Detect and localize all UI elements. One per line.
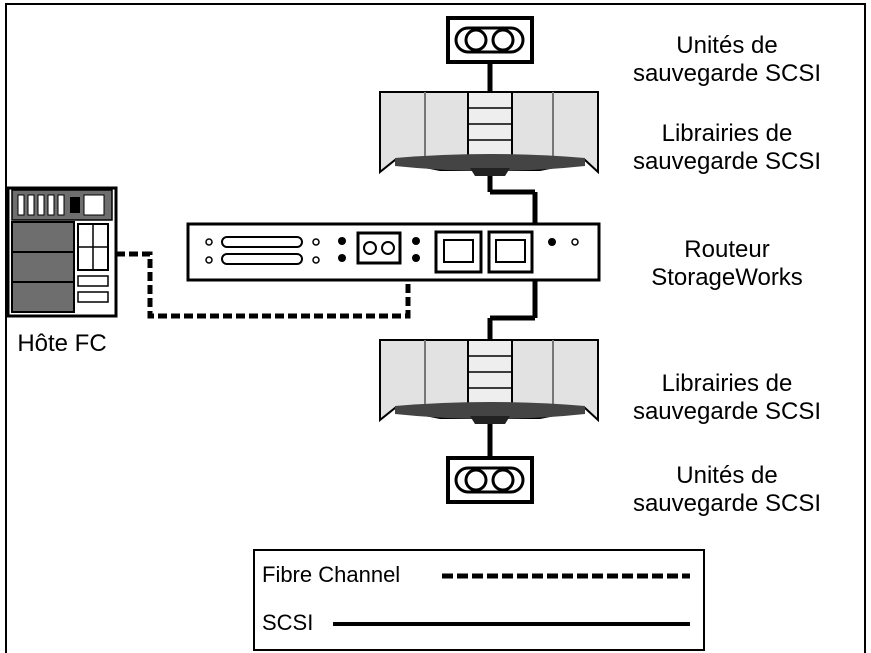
label-library-bottom: Librairies de sauvegarde SCSI: [632, 370, 822, 425]
legend-box: [253, 549, 705, 651]
label-router: Routeur StorageWorks: [651, 236, 803, 291]
scsi-connections: [487, 62, 538, 458]
tape-library-icon: [379, 91, 599, 176]
diagram-border: [5, 3, 866, 653]
label-host: Hôte FC: [17, 330, 107, 357]
fc-host-icon: [6, 186, 118, 318]
label-tape-bottom: Unités de sauvegarde SCSI: [632, 462, 822, 517]
router-icon: [186, 222, 601, 282]
tape-library-icon: [379, 339, 599, 424]
legend-fibre-channel-label: Fibre Channel: [262, 562, 401, 587]
tape-drive-icon: [446, 16, 534, 64]
label-tape-top: Unités de sauvegarde SCSI: [632, 32, 822, 87]
legend-scsi-label: SCSI: [262, 610, 314, 635]
label-library-top: Librairies de sauvegarde SCSI: [632, 120, 822, 175]
fibre-channel-connection: [116, 251, 411, 319]
tape-drive-icon: [446, 456, 534, 504]
